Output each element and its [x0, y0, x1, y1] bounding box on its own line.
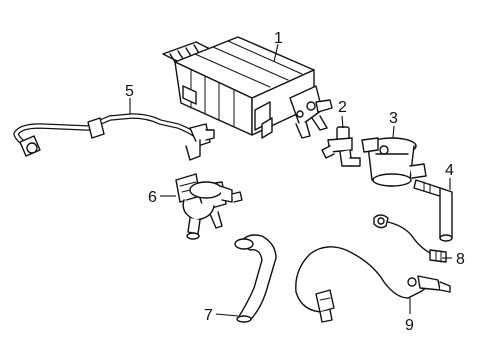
callout-9: 9: [405, 317, 414, 334]
callout-labels: 1 2 3 4 5 6 7 8 9: [125, 30, 465, 334]
purge-valve-icon: [175, 173, 243, 240]
callout-6: 6: [148, 189, 157, 206]
oxygen-sensor-icon: [295, 246, 451, 323]
callout-5: 5: [125, 83, 134, 100]
filter-housing-icon: [361, 137, 427, 187]
canister-icon: [162, 36, 333, 139]
sensor-icon: [373, 214, 447, 263]
hose-pipe-icon: [413, 179, 453, 242]
leader-lines: [129, 43, 452, 317]
solenoid-valve-icon: [321, 126, 361, 167]
callout-4: 4: [445, 162, 454, 179]
callout-8: 8: [456, 251, 465, 268]
callout-7: 7: [204, 307, 213, 324]
callout-2: 2: [338, 99, 347, 116]
callout-3: 3: [389, 110, 398, 127]
callout-1: 1: [274, 30, 283, 47]
hose-harness-icon: [13, 113, 215, 161]
rubber-hose-icon: [234, 234, 277, 323]
